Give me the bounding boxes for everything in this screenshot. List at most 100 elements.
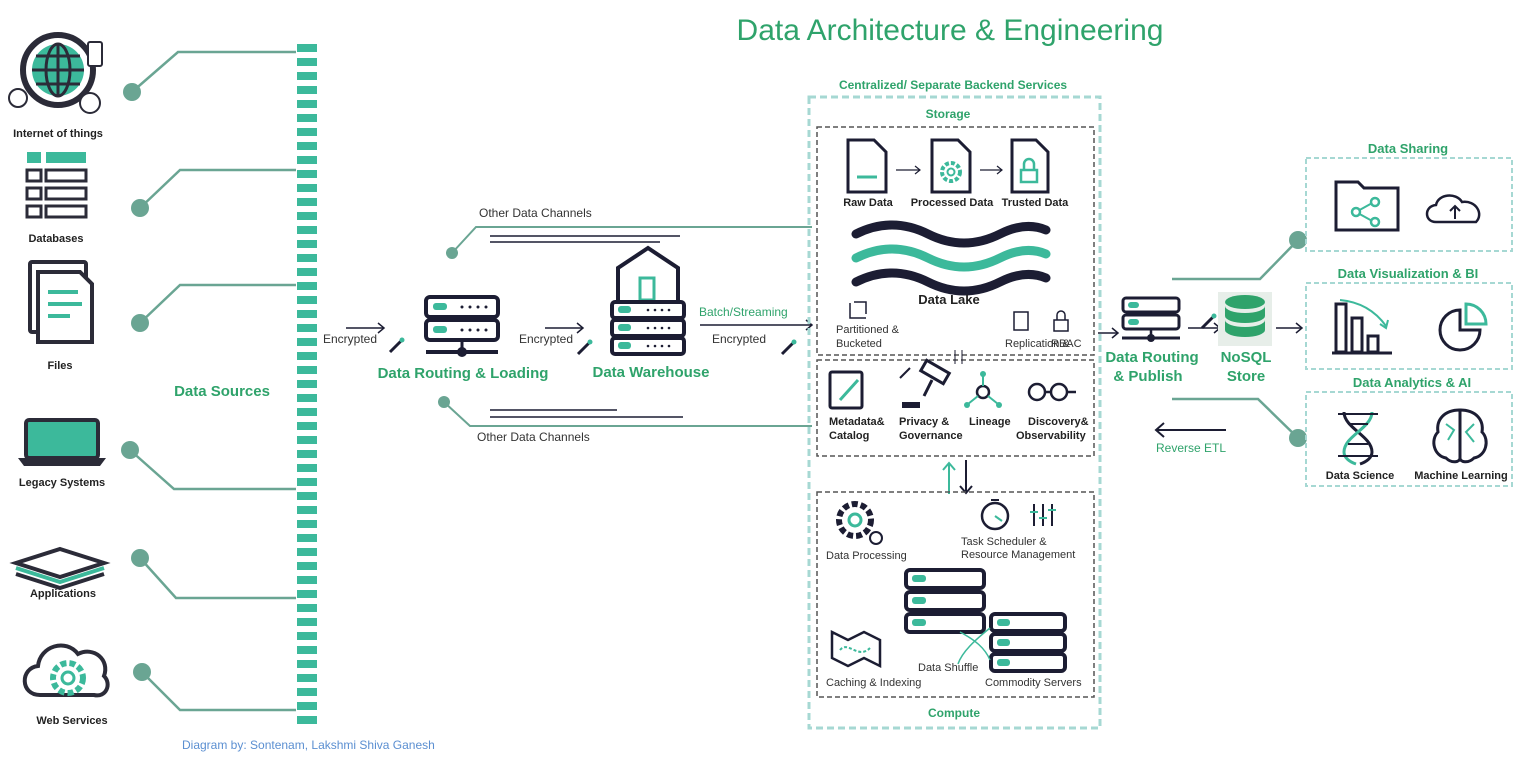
crop-icon <box>849 301 867 319</box>
backend-frame <box>807 95 1102 730</box>
compute-server-stack-2 <box>989 612 1067 673</box>
storage-governance-arrows <box>954 350 963 364</box>
encrypted-label-3: Encrypted <box>712 332 766 346</box>
other-channels-bottom: Other Data Channels <box>477 430 590 444</box>
warehouse-label: Data Warehouse <box>593 364 710 381</box>
laptop-icon <box>18 418 106 466</box>
rbac-lock-icon <box>1053 310 1069 332</box>
metadata-label-1: Metadata& <box>829 416 885 428</box>
scheduler-label-1: Task Scheduler & <box>961 536 1047 548</box>
reverse-etl-label: Reverse ETL <box>1156 441 1226 455</box>
data-viz-heading: Data Visualization & BI <box>1338 266 1479 281</box>
routing-loading-label: Data Routing & Loading <box>378 365 549 382</box>
source-label-files: Files <box>47 360 72 372</box>
other-channels-top: Other Data Channels <box>479 206 592 220</box>
raw-data-label: Raw Data <box>843 197 893 209</box>
source-label-applications: Applications <box>30 588 96 600</box>
table-icon <box>25 152 88 219</box>
partitioned-label-2: Bucketed <box>836 338 882 350</box>
machine-learning-label: Machine Learning <box>1414 470 1508 482</box>
data-processing-gear-icon <box>836 501 883 545</box>
nosql-label-2: Store <box>1227 368 1265 385</box>
encrypted-label-2: Encrypted <box>519 332 573 346</box>
compute-frame <box>816 491 1095 698</box>
gavel-icon <box>899 358 952 408</box>
diagram-title: Data Architecture & Engineering <box>737 14 1164 47</box>
cloud-upload-icon <box>1425 194 1481 224</box>
shuffle-label: Data Shuffle <box>918 662 978 674</box>
publish-arrows <box>1098 322 1304 339</box>
document-icon <box>28 260 94 344</box>
sliders-icon <box>1030 504 1056 526</box>
credit-text: Diagram by: Sontenam, Lakshmi Shiva Gane… <box>182 738 435 752</box>
map-icon <box>830 629 882 669</box>
source-connector-dots <box>121 83 151 681</box>
other-channel-connectors <box>443 226 812 427</box>
raw-data-icon <box>846 138 888 194</box>
cloud-gear-icon <box>22 643 110 698</box>
processed-data-label: Processed Data <box>911 197 994 209</box>
publish-routing-label-1: Data Routing <box>1105 349 1198 366</box>
metadata-icon <box>828 370 864 410</box>
storage-heading: Storage <box>926 107 971 121</box>
encryption-key-tips <box>399 313 1217 345</box>
channel-dot-bottom <box>438 396 450 408</box>
data-sharing-heading: Data Sharing <box>1368 141 1448 156</box>
layers-icon <box>9 546 111 591</box>
trusted-data-label: Trusted Data <box>1002 197 1070 209</box>
source-label-legacy: Legacy Systems <box>19 477 105 489</box>
lineage-icon <box>964 371 1002 408</box>
data-processing-label: Data Processing <box>826 550 907 562</box>
metadata-label-2: Catalog <box>829 430 869 442</box>
privacy-label-1: Privacy & <box>899 416 949 428</box>
data-analytics-frame <box>1305 391 1513 487</box>
routing-server-icon <box>424 295 500 357</box>
data-lake-label: Data Lake <box>918 292 979 307</box>
discovery-label-1: Discovery& <box>1028 416 1089 428</box>
analytics-connector-dot <box>1289 429 1307 447</box>
data-analytics-heading: Data Analytics & AI <box>1353 375 1471 390</box>
encrypted-label-1: Encrypted <box>323 332 377 346</box>
nosql-label-1: NoSQL <box>1221 349 1272 366</box>
pie-chart-icon <box>1438 302 1488 352</box>
source-connectors <box>129 50 296 712</box>
stopwatch-icon <box>980 499 1010 531</box>
channel-lines <box>490 235 683 418</box>
warehouse-icon <box>610 245 686 356</box>
publish-routing-label-2: & Publish <box>1113 368 1182 385</box>
caching-label: Caching & Indexing <box>826 677 921 689</box>
rbac-label: RBAC <box>1051 338 1082 350</box>
dna-icon <box>1338 411 1378 466</box>
processed-data-icon <box>930 138 972 194</box>
source-label-databases: Databases <box>28 233 83 245</box>
globe-icon <box>8 32 103 114</box>
compute-server-stack-1 <box>904 568 986 634</box>
trusted-data-icon <box>1010 138 1050 194</box>
shared-folder-icon <box>1334 180 1400 232</box>
source-label-web-services: Web Services <box>36 715 107 727</box>
discovery-label-2: Observability <box>1016 430 1087 442</box>
data-sources-heading: Data Sources <box>174 383 270 400</box>
publish-server-icon <box>1121 296 1181 342</box>
partitioned-label-1: Partitioned & <box>836 324 900 336</box>
replication-icon <box>1013 311 1029 331</box>
sharing-connector-dot <box>1289 231 1307 249</box>
replication-label: Replication & <box>1005 338 1070 350</box>
reverse-etl-arrow <box>1154 422 1226 438</box>
lineage-label: Lineage <box>969 416 1011 428</box>
data-sharing-frame <box>1305 157 1513 252</box>
brain-icon <box>1432 408 1488 464</box>
scheduler-label-2: Resource Management <box>961 549 1075 561</box>
compute-heading: Compute <box>928 706 980 720</box>
data-lake-waves-icon <box>851 220 1051 296</box>
data-science-label: Data Science <box>1326 470 1394 482</box>
commodity-servers-label: Commodity Servers <box>985 677 1082 689</box>
data-viz-frame <box>1305 282 1513 370</box>
source-label-iot: Internet of things <box>13 128 103 140</box>
flow-arrows <box>346 319 814 334</box>
backend-heading: Centralized/ Separate Backend Services <box>839 78 1067 92</box>
nosql-database-icon <box>1218 292 1272 346</box>
bar-chart-icon <box>1332 299 1392 355</box>
binoculars-icon <box>1027 382 1076 402</box>
